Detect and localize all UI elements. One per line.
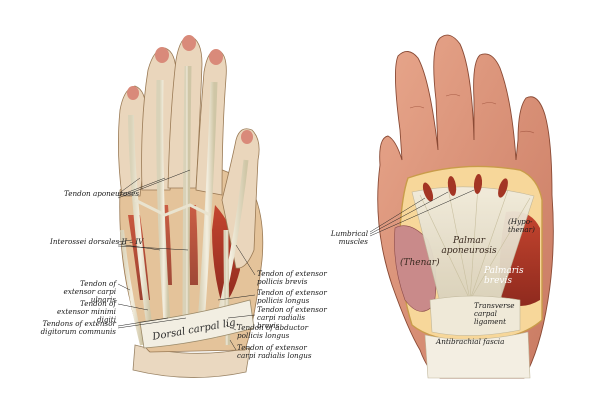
label-ext-carpi-radialis-brevis: Tendon of extensor carpi radialis brevis (257, 305, 327, 330)
extensor-tendon (182, 65, 192, 339)
extensor-tendon (196, 81, 218, 339)
lumbrical-muscle (498, 178, 508, 198)
label-interossei-dorsales: Interossei dorsales II – IV (50, 237, 144, 246)
label-antibrachial-fascia: Antibrachial fascia (436, 337, 505, 346)
finger-crease (519, 130, 535, 134)
label-ext-digitorum-communis: Tendons of extensor digitorum communis (40, 319, 116, 336)
label-palmaris-brevis: Palmaris brevis (484, 266, 524, 286)
label-ext-minimi-digiti: Tendon of extensor minimi digiti (57, 299, 116, 324)
label-lumbrical-muscles: Lumbrical muscles (330, 229, 368, 246)
label-ext-pollicis-longus: Tendon of extensor pollicis longus (257, 288, 327, 305)
dorsal-forearm (132, 344, 251, 378)
label-ext-carpi-ulnaris: Tendon of extensor carpi ulnaris (63, 279, 116, 304)
label-thenar: (Thenar) (400, 258, 440, 268)
label-palmar-aponeurosis: Palmar aponeurosis (441, 236, 497, 256)
dorsal-carpal-ligament (139, 299, 255, 349)
aponeurosis-fibers (419, 185, 531, 301)
fingernail (127, 86, 139, 100)
dorsal-hand (118, 35, 264, 378)
extensor-tendon (128, 114, 153, 331)
lumbrical-muscle (473, 174, 483, 194)
finger-crease (409, 106, 425, 109)
finger-crease (445, 94, 461, 97)
fingernail (209, 49, 223, 65)
lumbrical-muscle (422, 182, 434, 202)
intertendinous-connection (134, 198, 211, 217)
label-ext-pollicis-brevis: Tendon of extensor pollicis brevis (257, 269, 327, 286)
antibrachial-fascia (424, 331, 531, 379)
right-leader-lines (369, 189, 475, 237)
fingernail (241, 130, 253, 144)
palmar-hand (377, 34, 554, 379)
transverse-carpal-ligament (429, 295, 521, 336)
extensor-tendon (156, 79, 172, 336)
fingernail (155, 47, 169, 63)
lumbrical-muscle (447, 176, 457, 196)
label-tendon-aponeuroses: Tendon aponeuroses (64, 189, 140, 198)
label-ext-carpi-radialis-longus: Tendon of extensor carpi radialis longus (237, 343, 312, 360)
left-leader-lines (117, 169, 256, 351)
label-hypothenar: (Hypo- thenar) (508, 217, 535, 234)
finger-crease (481, 102, 497, 105)
extensor-carpi-ulnaris-tendon (120, 229, 144, 346)
label-abd-pollicis-longus: Tendon of abductor pollicis longus (237, 323, 309, 340)
label-transverse-carpal-ligament: Transverse carpal ligament (474, 301, 515, 326)
fingernail (182, 35, 196, 51)
